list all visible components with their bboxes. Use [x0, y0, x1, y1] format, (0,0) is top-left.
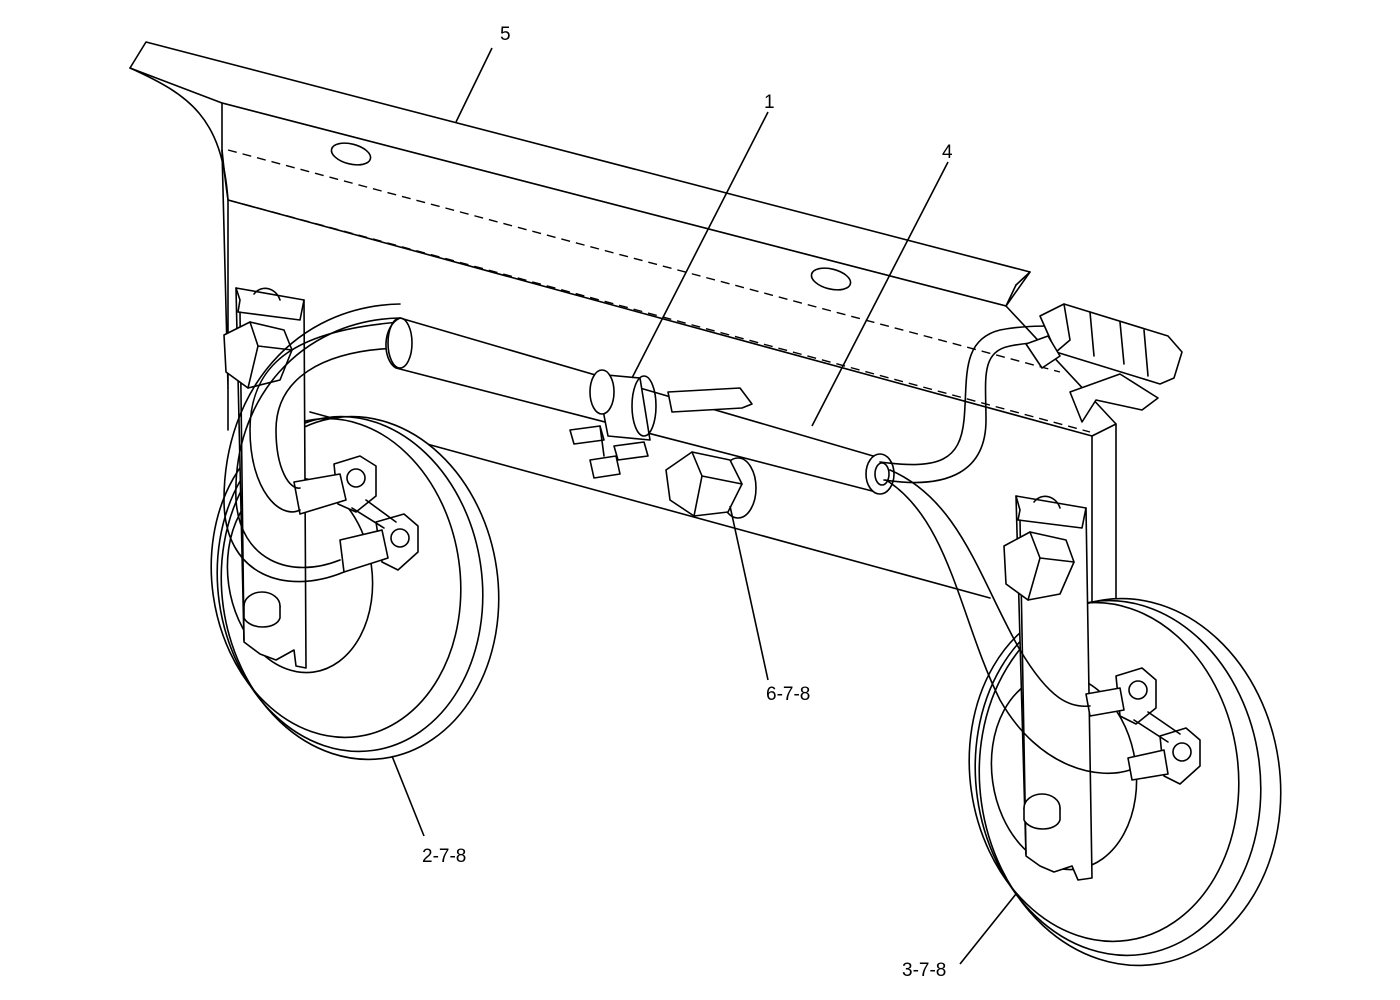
callout-1: 1	[764, 92, 775, 113]
callout-6-7-8: 6-7-8	[766, 684, 810, 705]
cable-clamp	[569, 369, 657, 479]
callout-4: 4	[942, 142, 953, 163]
left-horn-assembly	[210, 287, 500, 761]
center-bolt	[665, 387, 757, 519]
right-horn-assembly	[968, 495, 1282, 967]
leader-lines	[391, 47, 1017, 965]
callout-5: 5	[500, 24, 511, 45]
callout-3-7-8: 3-7-8	[902, 960, 946, 981]
mounting-bracket	[129, 41, 1117, 625]
harness-connector	[1025, 303, 1183, 423]
callout-2-7-8: 2-7-8	[422, 846, 466, 867]
